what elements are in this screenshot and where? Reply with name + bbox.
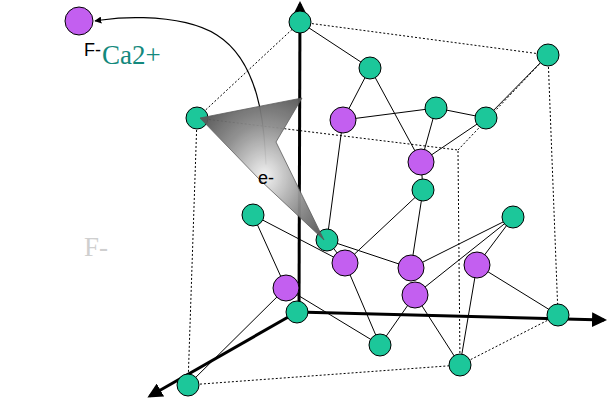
bonds bbox=[188, 22, 558, 385]
ion-circle: F- bbox=[64, 6, 94, 36]
ion-outline bbox=[64, 6, 94, 36]
electron-label: e- bbox=[258, 168, 274, 189]
calcium-ions bbox=[177, 11, 569, 396]
axes bbox=[150, 4, 604, 396]
cation-key: Ca2+ bbox=[102, 40, 161, 71]
unit-cell-edges bbox=[188, 22, 558, 385]
vacancy-tetrahedron: e- bbox=[198, 96, 328, 246]
ion-name: F- bbox=[84, 40, 101, 61]
anion-key: F- bbox=[84, 232, 108, 263]
